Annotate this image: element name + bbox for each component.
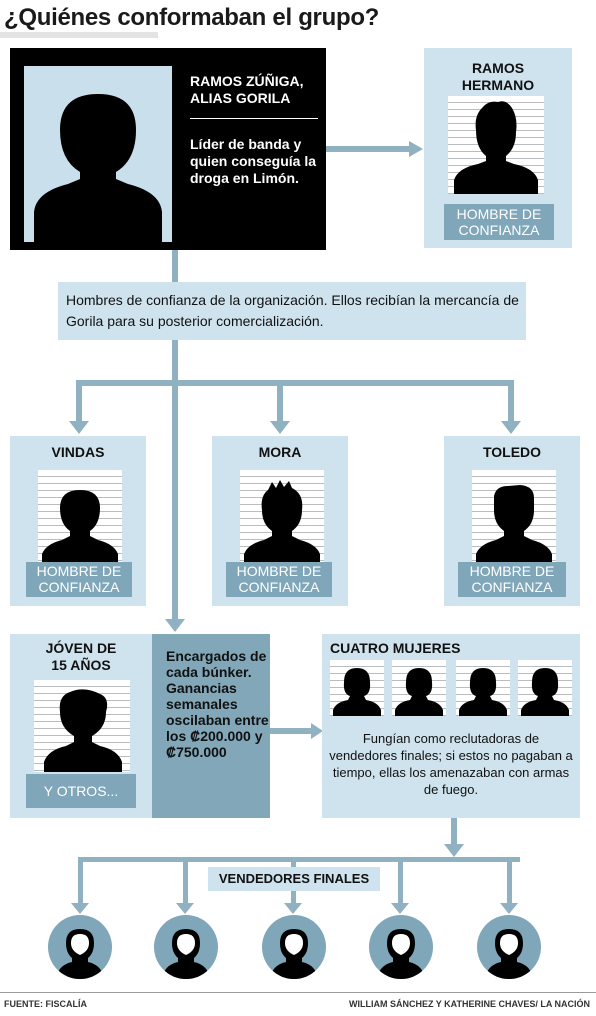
woman-photo-3: [456, 660, 510, 716]
brother-photo: [448, 96, 544, 194]
woman-silhouette-icon: [395, 668, 443, 716]
vendor-avatar-1: [48, 915, 112, 979]
vindas-role-badge: HOMBRE DE CONFIANZA: [26, 562, 132, 597]
man-silhouette-icon: [244, 480, 320, 566]
youth-photo: [34, 680, 130, 772]
woman-photo-1: [330, 660, 384, 716]
person-avatar-icon: [162, 929, 210, 979]
four-women-card: CUATRO MUJERES Fungían como reclutadoras…: [322, 634, 580, 818]
youth-name: JÓVEN DE 15 AÑOS: [45, 640, 117, 673]
author-credit: WILLIAM SÁNCHEZ Y KATHERINE CHAVES/ LA N…: [348, 999, 590, 1009]
youth-others-badge: Y OTROS...: [26, 774, 136, 808]
trusted-note-text: Hombres de confianza de la organización.…: [66, 292, 519, 329]
bunker-managers-text: Encargados de cada búnker. Ganancias sem…: [166, 648, 269, 760]
toledo-role-badge: HOMBRE DE CONFIANZA: [458, 562, 566, 597]
leader-divider: [190, 118, 318, 119]
person-avatar-icon: [485, 929, 533, 979]
vendor-avatar-2: [154, 915, 218, 979]
mora-photo: [240, 470, 324, 566]
footer-divider: [0, 992, 596, 993]
mora-role-badge: HOMBRE DE CONFIANZA: [226, 562, 332, 597]
toledo-photo: [472, 470, 556, 566]
woman-silhouette-icon: [333, 668, 381, 716]
page-title: ¿Quiénes conformaban el grupo?: [4, 4, 380, 31]
brother-name: RAMOS HERMANO: [461, 60, 535, 93]
brother-card: RAMOS HERMANO HOMBRE DE CONFIANZA: [424, 48, 572, 248]
final-vendors-label: VENDEDORES FINALES: [208, 867, 380, 891]
man-silhouette-icon: [34, 94, 162, 242]
vendor-avatar-4: [369, 915, 433, 979]
man-silhouette-icon: [42, 490, 118, 566]
leader-photo: [24, 66, 172, 242]
brother-role-badge: HOMBRE DE CONFIANZA: [444, 204, 554, 240]
mora-card: MORA HOMBRE DE CONFIANZA: [212, 436, 348, 606]
women-description: Fungían como reclutadoras de vendedores …: [329, 731, 573, 797]
vindas-card: VINDAS HOMBRE DE CONFIANZA: [10, 436, 146, 606]
woman-silhouette-icon: [521, 668, 569, 716]
woman-silhouette-icon: [459, 668, 507, 716]
leader-description: Líder de banda y quien conseguía la drog…: [190, 136, 317, 186]
person-avatar-icon: [56, 929, 104, 979]
youth-card: JÓVEN DE 15 AÑOS Y OTROS...: [10, 634, 152, 818]
woman-photo-2: [392, 660, 446, 716]
women-title: CUATRO MUJERES: [330, 640, 461, 656]
leader-card: RAMOS ZÚÑIGA, ALIAS GORILA Líder de band…: [10, 48, 326, 250]
toledo-card: TOLEDO HOMBRE DE CONFIANZA: [444, 436, 580, 606]
vindas-name: VINDAS: [51, 444, 105, 460]
person-avatar-icon: [377, 929, 425, 979]
vendor-avatar-5: [477, 915, 541, 979]
vindas-photo: [38, 470, 122, 566]
trusted-note-box: Hombres de confianza de la organización.…: [58, 282, 526, 340]
leader-name: RAMOS ZÚÑIGA, ALIAS GORILA: [190, 73, 304, 106]
woman-photo-4: [518, 660, 572, 716]
man-silhouette-icon: [476, 485, 552, 566]
bunker-managers-box: Encargados de cada búnker. Ganancias sem…: [152, 634, 270, 818]
vendor-avatar-3: [262, 915, 326, 979]
mora-name: MORA: [258, 444, 302, 460]
source-credit: FUENTE: FISCALÍA: [4, 999, 87, 1009]
toledo-name: TOLEDO: [482, 444, 542, 460]
title-underline: [0, 32, 158, 38]
person-avatar-icon: [270, 929, 318, 979]
man-silhouette-icon: [454, 101, 538, 194]
man-silhouette-icon: [44, 689, 122, 772]
